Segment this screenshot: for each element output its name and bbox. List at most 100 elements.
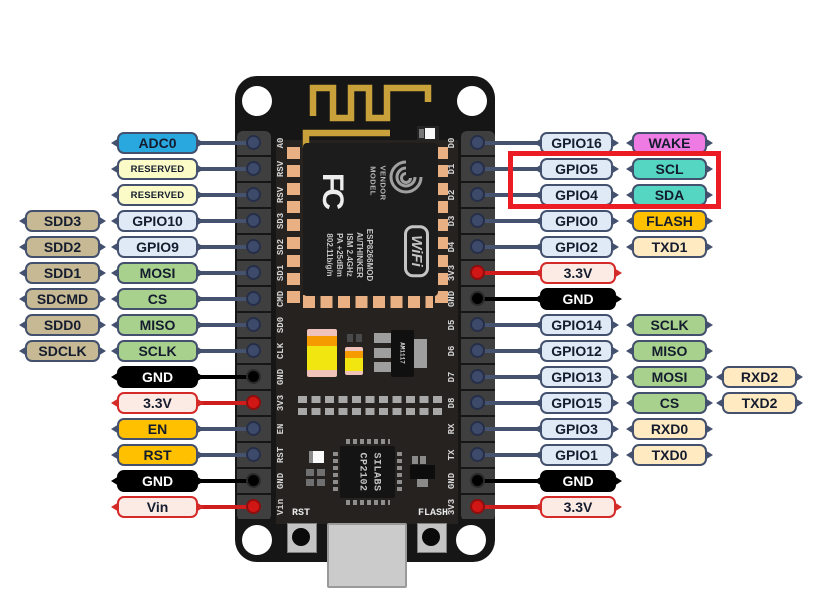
pin-row: GPIO14 SCLK <box>0 314 818 336</box>
pin-tag: GPIO10 <box>117 210 198 232</box>
pin-row: RESERVED <box>0 184 818 206</box>
pin-tag-label: SDD3 <box>43 213 82 229</box>
pin-tag-label: Vin <box>146 499 169 515</box>
pin-tag: MISO <box>632 340 707 362</box>
pin-hole <box>470 265 485 280</box>
pin-tag: FLASH <box>632 210 707 232</box>
pin-tag-label: SDCMD <box>36 291 89 307</box>
pin-tag-label: CS <box>147 291 168 307</box>
transistor-tab <box>417 479 428 487</box>
pin-tag-label: GPIO9 <box>136 239 179 255</box>
regulator-leg <box>374 348 391 358</box>
pin-tag: SDD0 <box>25 314 100 336</box>
pin-tag: RXD2 <box>722 366 797 388</box>
smd-part <box>317 479 325 486</box>
esp8266-module: FC MODEL VENDOR ESP8266MOD AI/THINKER IS… <box>287 143 451 309</box>
pin-tag: Vin <box>117 496 198 518</box>
i2c-highlight-box <box>508 151 721 209</box>
pin-tag-label: MISO <box>651 343 688 359</box>
pin-wire <box>197 167 256 171</box>
pin-row: GPIO5 SCL <box>0 158 818 180</box>
pin-row: GPIO1 TXD0 <box>0 444 818 466</box>
pin-tag-label: GPIO12 <box>551 343 602 359</box>
pin-tag: RESERVED <box>117 184 198 206</box>
pin-tag: SCLK <box>632 314 707 336</box>
rst-button-label: RST <box>291 508 310 519</box>
chip-pads <box>346 439 390 444</box>
pin-tag: GPIO13 <box>540 366 613 388</box>
pin-hole <box>246 187 261 202</box>
pin-tag: SDCLK <box>25 340 100 362</box>
pin-tag: GPIO1 <box>540 444 613 466</box>
pin-tag-label: GPIO13 <box>551 369 602 385</box>
pin-hole <box>246 499 261 514</box>
pin-tag: MOSI <box>117 262 198 284</box>
pin-tag: CS <box>632 392 707 414</box>
smd-part <box>356 334 362 342</box>
chip-pads <box>346 500 390 505</box>
pin-tag: GND <box>540 288 616 310</box>
pin-wire <box>476 427 542 431</box>
pin-hole <box>246 343 261 358</box>
pin-tag-label: SCLK <box>138 343 177 359</box>
pin-row: SDD1 MOSI <box>0 262 818 284</box>
pin-tag: 3.3V <box>540 262 616 284</box>
pin-tag-label: GPIO4 <box>555 187 598 203</box>
pin-wire <box>476 505 542 509</box>
pin-hole <box>246 265 261 280</box>
pin-wire <box>476 297 542 301</box>
pin-tag: GND <box>117 470 198 492</box>
regulator-tab <box>414 339 427 368</box>
pin-row: GPIO3 RXD0 <box>0 418 818 440</box>
pin-hole <box>470 395 485 410</box>
pin-wire <box>476 401 542 405</box>
pin-tag-label: GPIO14 <box>551 317 602 333</box>
pin-tag: GPIO15 <box>540 392 613 414</box>
pin-tag-label: FLASH <box>646 213 693 229</box>
pin-hole <box>246 447 261 462</box>
pin-tag: SCL <box>632 158 707 180</box>
pin-hole <box>470 161 485 176</box>
pin-wire <box>476 479 542 483</box>
pin-row: GPIO0 FLASH <box>0 210 818 232</box>
pin-tag: GPIO9 <box>117 236 198 258</box>
pin-tag-label: SDD2 <box>43 239 82 255</box>
mounting-hole <box>242 525 272 555</box>
pin-tag-label: GPIO0 <box>555 213 598 229</box>
pin-row: Vin <box>0 496 818 518</box>
pin-tag: RST <box>117 444 198 466</box>
pin-hole <box>470 447 485 462</box>
pin-tag: SDCMD <box>25 288 100 310</box>
pin-tag-label: SCLK <box>650 317 689 333</box>
pin-hole <box>470 473 485 488</box>
pin-wire <box>197 349 256 353</box>
pin-wire <box>197 505 256 509</box>
pin-tag: TXD0 <box>632 444 707 466</box>
ai-thinker-logo <box>389 160 423 194</box>
pin-tag: TXD2 <box>722 392 797 414</box>
pin-row: SDD2 GPIO9 <box>0 236 818 258</box>
pin-tag-label: GND <box>562 291 594 307</box>
pin-tag-label: SCL <box>655 161 684 177</box>
pin-tag-label: GPIO15 <box>551 395 602 411</box>
pin-tag-label: SDD1 <box>43 265 82 281</box>
pin-hole <box>470 369 485 384</box>
resistor-row <box>298 396 446 403</box>
pin-tag: ADC0 <box>117 132 198 154</box>
flash-button-label: FLASH <box>417 508 448 519</box>
pin-row: 3.3V <box>0 262 818 284</box>
pin-row: 3.3V <box>0 496 818 518</box>
pin-row: RST <box>0 444 818 466</box>
pin-row: 3.3V <box>0 392 818 414</box>
pin-tag-label: GND <box>141 473 174 489</box>
pin-tag-label: RESERVED <box>130 189 185 201</box>
pin-tag-label: RST <box>143 447 172 463</box>
usb-connector <box>327 523 407 588</box>
pin-row: GPIO15 CS TXD2 <box>0 392 818 414</box>
mounting-hole <box>456 525 486 555</box>
pin-tag: WAKE <box>632 132 707 154</box>
pin-tag: GPIO3 <box>540 418 613 440</box>
pin-wire <box>197 193 256 197</box>
regulator-leg <box>374 362 391 372</box>
pin-hole <box>246 395 261 410</box>
